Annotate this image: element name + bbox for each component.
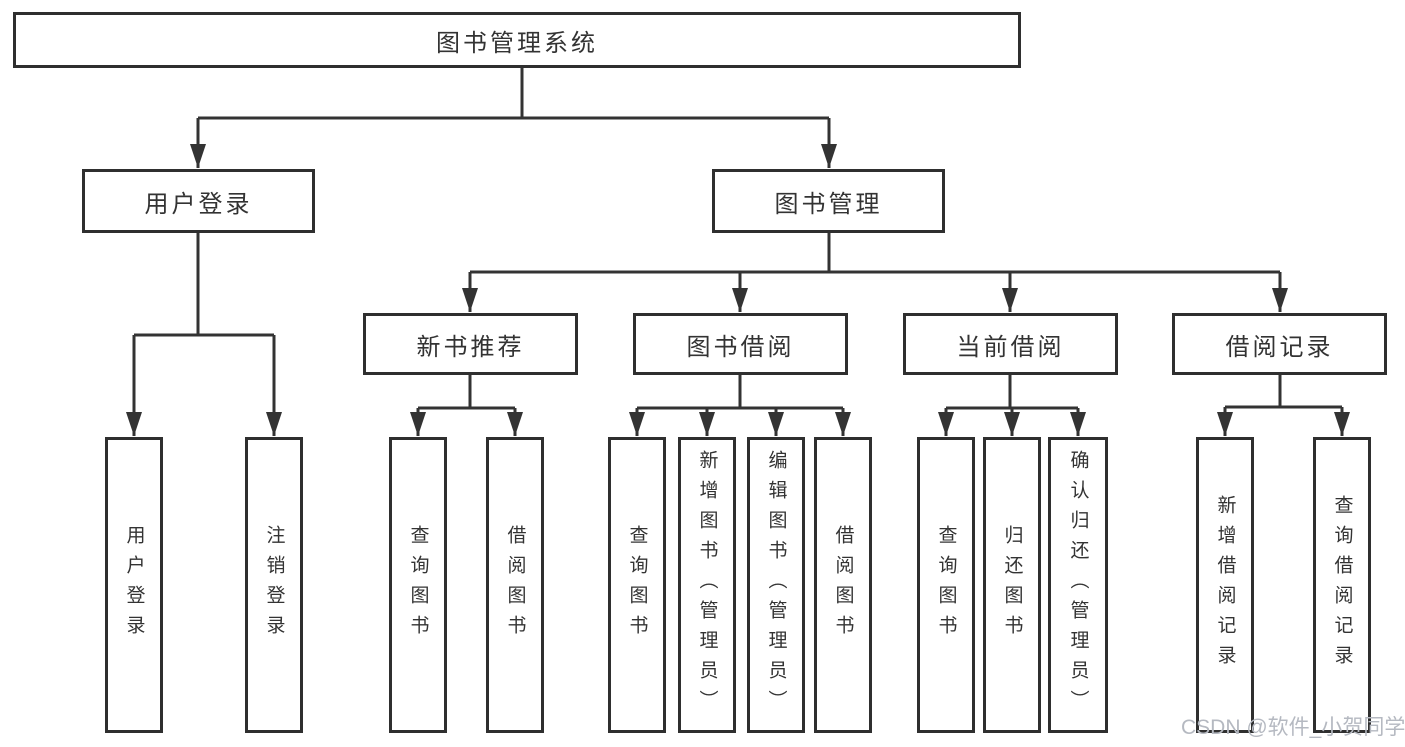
node-book-management-label: 图书管理 bbox=[774, 190, 883, 218]
leaf-br-add-record: 新增借阅记录 bbox=[1196, 437, 1254, 733]
leaf-cb-return-book-label: 归还图书 bbox=[1001, 525, 1023, 645]
leaf-bb-query-book-label: 查询图书 bbox=[626, 525, 648, 645]
leaf-nb-query-book: 查询图书 bbox=[389, 437, 447, 733]
leaf-bb-add-book-admin: 新增图书（管理员） bbox=[678, 437, 736, 733]
leaf-cb-query-book-label: 查询图书 bbox=[935, 525, 957, 645]
leaf-bb-add-book-admin-label: 新增图书（管理员） bbox=[696, 450, 718, 720]
node-library-system-label: 图书管理系统 bbox=[436, 29, 598, 57]
leaf-nb-borrow-book: 借阅图书 bbox=[486, 437, 544, 733]
node-new-book-recommend: 新书推荐 bbox=[363, 313, 578, 375]
leaf-bb-edit-book-admin: 编辑图书（管理员） bbox=[747, 437, 805, 733]
leaf-bb-query-book: 查询图书 bbox=[608, 437, 666, 733]
node-borrow-records: 借阅记录 bbox=[1172, 313, 1387, 375]
node-current-borrow-label: 当前借阅 bbox=[956, 333, 1065, 361]
node-borrow-records-label: 借阅记录 bbox=[1225, 333, 1334, 361]
leaf-bb-borrow-book: 借阅图书 bbox=[814, 437, 872, 733]
leaf-logout-label: 注销登录 bbox=[263, 525, 285, 645]
leaf-br-query-record-label: 查询借阅记录 bbox=[1331, 495, 1353, 675]
leaf-cb-return-book: 归还图书 bbox=[983, 437, 1041, 733]
leaf-logout: 注销登录 bbox=[245, 437, 303, 733]
node-book-management: 图书管理 bbox=[712, 169, 945, 233]
leaf-br-add-record-label: 新增借阅记录 bbox=[1214, 495, 1236, 675]
node-book-borrow-label: 图书借阅 bbox=[686, 333, 795, 361]
node-library-system: 图书管理系统 bbox=[13, 12, 1021, 68]
leaf-nb-borrow-book-label: 借阅图书 bbox=[504, 525, 526, 645]
leaf-cb-query-book: 查询图书 bbox=[917, 437, 975, 733]
node-new-book-recommend-label: 新书推荐 bbox=[416, 333, 525, 361]
node-user-login-label: 用户登录 bbox=[144, 190, 253, 218]
leaf-bb-borrow-book-label: 借阅图书 bbox=[832, 525, 854, 645]
leaf-nb-query-book-label: 查询图书 bbox=[407, 525, 429, 645]
leaf-cb-confirm-return-admin-label: 确认归还（管理员） bbox=[1067, 450, 1089, 720]
leaf-br-query-record: 查询借阅记录 bbox=[1313, 437, 1371, 733]
leaf-user-login-label: 用户登录 bbox=[123, 525, 145, 645]
node-book-borrow: 图书借阅 bbox=[633, 313, 848, 375]
node-current-borrow: 当前借阅 bbox=[903, 313, 1118, 375]
node-user-login: 用户登录 bbox=[82, 169, 315, 233]
leaf-cb-confirm-return-admin: 确认归还（管理员） bbox=[1048, 437, 1108, 733]
leaf-user-login: 用户登录 bbox=[105, 437, 163, 733]
csdn-watermark: CSDN @软件_小贺同学 bbox=[1181, 716, 1405, 739]
leaf-bb-edit-book-admin-label: 编辑图书（管理员） bbox=[765, 450, 787, 720]
